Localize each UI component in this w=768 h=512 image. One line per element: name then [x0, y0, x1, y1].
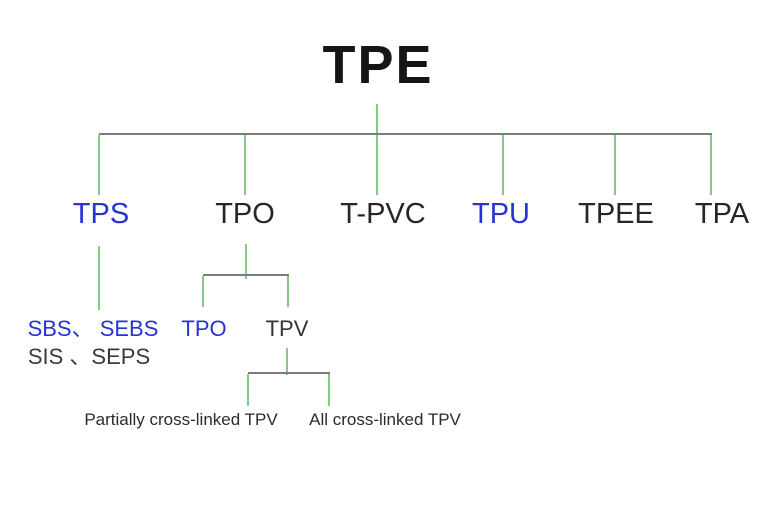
tpv-left-drop-connector: [247, 374, 249, 406]
node-tpo-child: TPO: [181, 316, 227, 341]
node-tpee: TPEE: [578, 198, 654, 230]
tpv-right-drop-connector: [328, 374, 330, 406]
node-sis-seps: SIS 、SEPS: [27, 344, 151, 369]
tps-child-connector: [98, 246, 100, 310]
tpv-child-horizontal-connector: [248, 372, 330, 374]
node-tpv: TPV: [265, 316, 309, 341]
tpo-child-vertical-connector: [245, 244, 247, 279]
tpvc-drop-connector: [376, 135, 378, 195]
tpv-child-vertical-connector: [286, 348, 288, 375]
node-tpvc: T-PVC: [340, 198, 426, 230]
tpo-left-drop-connector: [202, 276, 204, 307]
node-tps: TPS: [72, 198, 130, 230]
tpu-drop-connector: [502, 135, 504, 195]
tps-drop-connector: [98, 135, 100, 195]
node-tpu: TPU: [472, 198, 530, 230]
node-partially-cross-linked-tpv: Partially cross-linked TPV: [84, 410, 278, 429]
tpo-right-drop-connector: [287, 276, 289, 307]
tpo-drop-connector: [244, 135, 246, 195]
tpee-drop-connector: [614, 135, 616, 195]
node-tpa: TPA: [694, 198, 750, 230]
node-tpo: TPO: [215, 198, 275, 230]
level1-horizontal-connector: [99, 133, 712, 135]
tpa-drop-connector: [710, 135, 712, 195]
node-all-cross-linked-tpv: All cross-linked TPV: [309, 410, 461, 429]
node-sbs-sebs: SBS、 SEBS: [27, 316, 159, 341]
tpo-child-horizontal-connector: [203, 274, 289, 276]
root-node-tpe: TPE: [322, 35, 434, 95]
root-vertical-connector: [376, 104, 378, 134]
